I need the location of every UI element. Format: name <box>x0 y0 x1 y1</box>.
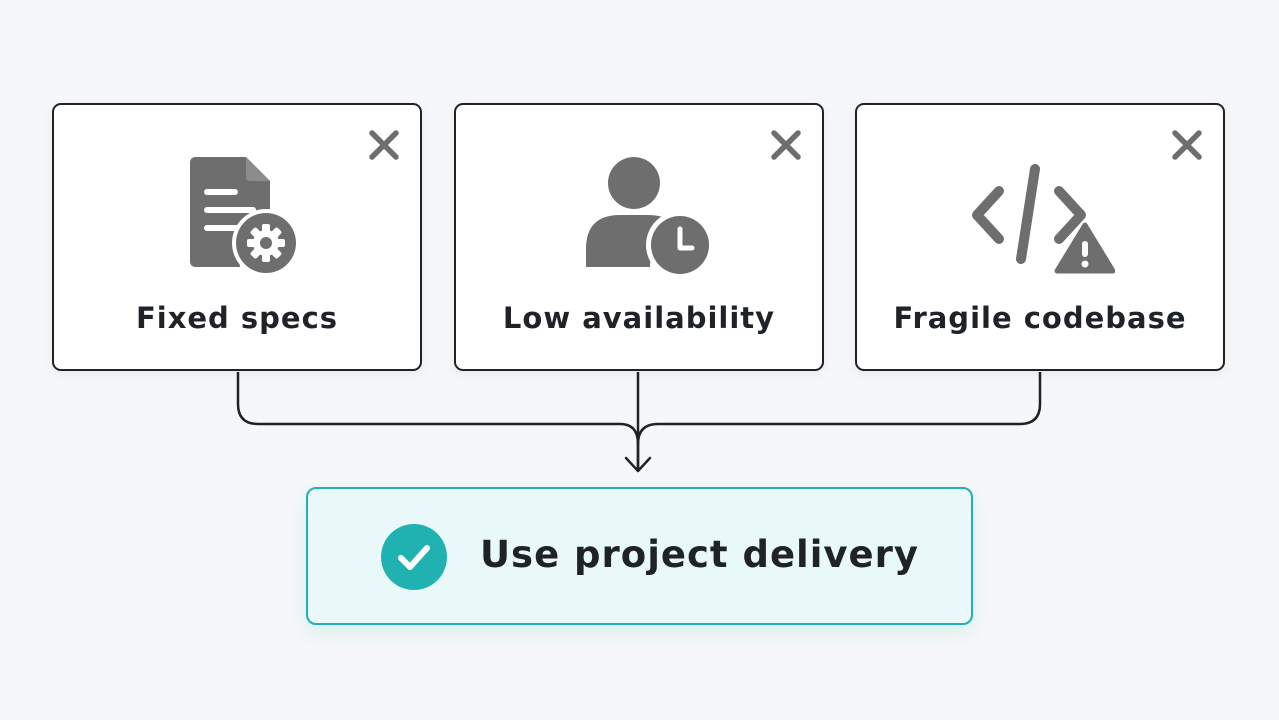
connector-right <box>636 372 1042 445</box>
user-clock-icon <box>586 157 714 278</box>
connector-arrowhead <box>624 456 652 473</box>
card-label: Low availability <box>502 301 776 335</box>
card-fragile-codebase: Fragile codebase <box>855 103 1225 371</box>
check-circle-icon <box>381 524 447 590</box>
card-label: Fragile codebase <box>893 301 1187 335</box>
close-icon <box>369 130 399 160</box>
card-fixed-specs: Fixed specs <box>52 103 422 371</box>
card-label: Fixed specs <box>135 301 339 335</box>
card-low-availability: Low availability <box>454 103 824 371</box>
result-box: Use project delivery <box>306 487 973 625</box>
document-gear-icon <box>190 157 300 277</box>
code-warning-icon <box>972 164 1115 278</box>
connector-left <box>236 372 640 470</box>
result-label: Use project delivery <box>480 533 919 576</box>
close-icon <box>771 130 801 160</box>
close-icon <box>1172 130 1202 160</box>
